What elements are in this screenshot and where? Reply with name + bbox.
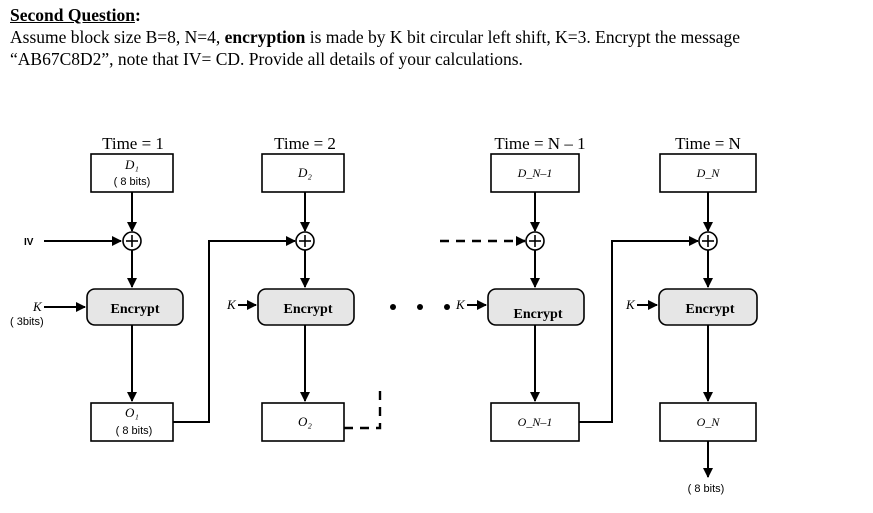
ciphertext-label-1: O₁ [125,405,139,420]
plaintext-box-n-minus-1 [490,153,580,193]
plaintext-label-2: D₂ [297,165,312,180]
question-line-1-end: is made by K bit circular left shift, K=… [305,27,740,47]
feedback-arrow-1-to-2 [173,236,296,423]
plaintext-label-n: D_N [696,166,721,180]
key-label-2: K [226,297,237,312]
encrypt-label-2: Encrypt [284,302,333,317]
ciphertext-bits-1: ( 8 bits) [116,425,153,437]
key-label-n-minus-1: K [455,297,466,312]
question-text: Second Question: Assume block size B=8, … [10,4,870,70]
key-label-n: K [625,297,636,312]
ciphertext-box-2 [261,402,345,442]
question-line-1: Assume block size B=8, N=4, encryption i… [10,26,870,48]
feedback-arrow-n-minus-1-to-n [579,236,699,423]
ciphertext-box-1 [90,402,174,442]
xor-icon-n [698,231,718,251]
time-label-n: Time = N [675,134,741,153]
heading-colon: : [134,5,141,25]
encrypt-box-1 [86,288,184,326]
question-heading-line: Second Question: [10,4,870,26]
plaintext-box-2 [261,153,345,193]
ellipsis-dot-2 [417,304,423,310]
encrypt-label-n: Encrypt [686,302,735,317]
feedback-dashed-2 [344,385,382,430]
question-line-1-start: Assume block size B=8, N=4, [10,27,225,47]
plaintext-bits-1: ( 8 bits) [114,176,151,188]
question-heading: Second Question [10,5,135,25]
ciphertext-label-2: O₂ [298,414,312,429]
ciphertext-label-n-minus-1: O_N–1 [518,415,553,429]
xor-icon-1 [122,231,142,251]
plaintext-box-n [659,153,757,193]
ciphertext-bits-n: ( 8 bits) [688,483,725,495]
iv-label: IV [24,237,34,248]
ciphertext-label-n: O_N [697,415,721,429]
ciphertext-box-n [659,402,757,442]
plaintext-label-1: D₁ [124,157,139,172]
question-line-2: “AB67C8D2”, note that IV= CD. Provide al… [10,49,523,69]
ellipsis-dot-1 [390,304,396,310]
time-label-1: Time = 1 [102,134,164,153]
encrypt-label-1: Encrypt [111,302,160,317]
xor-icon-n-minus-1 [525,231,545,251]
key-bits-label: ( 3bits) [10,316,44,328]
encrypt-label-n-minus-1: Encrypt [514,307,563,322]
key-label-1: K [32,299,43,314]
ellipsis-dot-3 [444,304,450,310]
plaintext-label-n-minus-1: D_N–1 [517,166,553,180]
time-label-n-minus-1: Time = N – 1 [494,134,585,153]
question-line-1-bold: encryption [224,27,306,47]
xor-icon-2 [295,231,315,251]
time-label-2: Time = 2 [274,134,336,153]
